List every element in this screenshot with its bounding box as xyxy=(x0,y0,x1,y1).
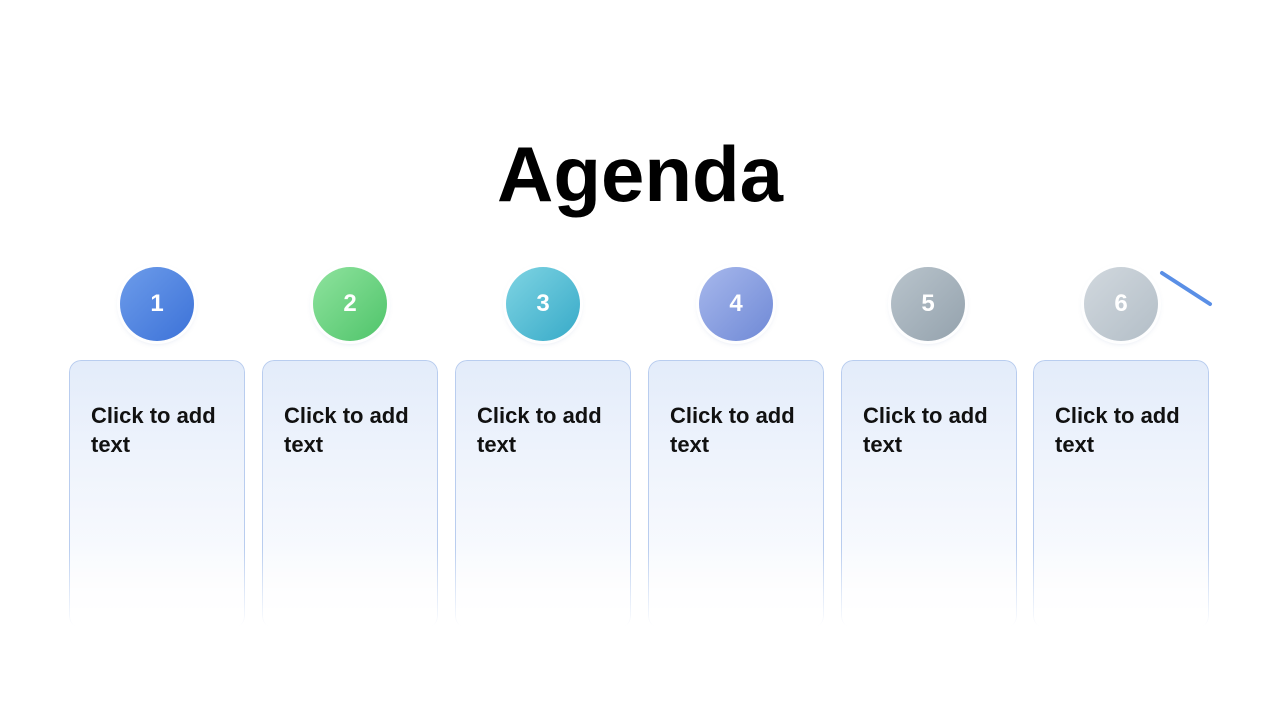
step-5-card[interactable]: Click to add text xyxy=(841,360,1017,628)
step-6-circle: 6 xyxy=(1084,267,1158,341)
step-2-text[interactable]: Click to add text xyxy=(284,403,409,457)
step-1-card[interactable]: Click to add text xyxy=(69,360,245,628)
step-3-circle: 3 xyxy=(506,267,580,341)
step-1-number: 1 xyxy=(150,290,164,317)
step-3-text[interactable]: Click to add text xyxy=(477,403,602,457)
step-2-card[interactable]: Click to add text xyxy=(262,360,438,628)
step-6-card[interactable]: Click to add text xyxy=(1033,360,1209,628)
step-3-number: 3 xyxy=(536,290,550,317)
step-1-circle: 1 xyxy=(120,267,194,341)
step-1-text[interactable]: Click to add text xyxy=(91,403,216,457)
step-5-text[interactable]: Click to add text xyxy=(863,403,988,457)
timeline-arrow xyxy=(0,271,1212,306)
step-5-number: 5 xyxy=(921,290,935,317)
step-4-card[interactable]: Click to add text xyxy=(648,360,824,628)
step-2-number: 2 xyxy=(343,290,357,317)
step-4-number: 4 xyxy=(729,290,743,317)
slide-title[interactable]: Agenda xyxy=(496,130,784,218)
step-6-text[interactable]: Click to add text xyxy=(1055,403,1180,457)
step-5-circle: 5 xyxy=(891,267,965,341)
step-2-circle: 2 xyxy=(313,267,387,341)
arrow-head xyxy=(1160,271,1212,306)
step-3-card[interactable]: Click to add text xyxy=(455,360,631,628)
step-6-number: 6 xyxy=(1114,290,1128,317)
step-4-text[interactable]: Click to add text xyxy=(670,403,795,457)
step-4-circle: 4 xyxy=(699,267,773,341)
